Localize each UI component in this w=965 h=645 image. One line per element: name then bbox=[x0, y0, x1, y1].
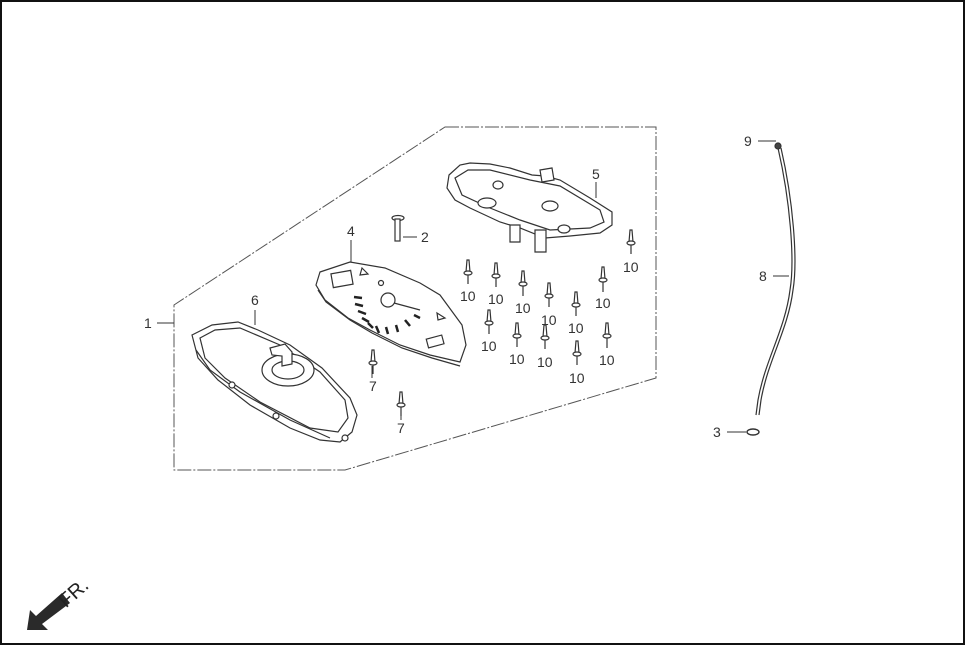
part-9-fitting bbox=[774, 142, 782, 150]
callout-10: 10 bbox=[488, 291, 504, 307]
callout-10: 10 bbox=[595, 295, 611, 311]
screw-10-1 bbox=[463, 259, 473, 284]
screw-7-b bbox=[396, 391, 406, 416]
screws bbox=[368, 229, 636, 416]
callout-10: 10 bbox=[537, 354, 553, 370]
screw-7-a bbox=[368, 349, 378, 374]
screw-10-3 bbox=[518, 270, 528, 296]
part-5-lower-case bbox=[446, 162, 613, 253]
callout-10: 10 bbox=[623, 259, 639, 275]
screw-10-8 bbox=[484, 309, 494, 334]
arrow-down-left-icon bbox=[27, 593, 70, 630]
callout-5: 5 bbox=[592, 166, 600, 182]
screw-10-7 bbox=[626, 229, 636, 254]
screw-10-10 bbox=[540, 324, 550, 349]
callout-10: 10 bbox=[515, 300, 531, 316]
callout-8: 8 bbox=[759, 268, 767, 284]
callout-4: 4 bbox=[347, 223, 355, 239]
callout-10: 10 bbox=[568, 320, 584, 336]
screw-10-6 bbox=[598, 266, 608, 292]
callout-7b: 7 bbox=[397, 420, 405, 436]
part-8-cable bbox=[755, 147, 796, 416]
leader-lines bbox=[157, 140, 789, 433]
screw-10-9 bbox=[512, 322, 522, 347]
callout-6: 6 bbox=[251, 292, 259, 308]
screw-10-4 bbox=[544, 282, 554, 307]
part-3-ring bbox=[746, 428, 760, 436]
screw-10-12 bbox=[602, 322, 612, 348]
part-6-upper-cover bbox=[191, 321, 358, 443]
screw-10-5 bbox=[571, 291, 581, 316]
screw-10-11 bbox=[572, 340, 582, 365]
callout-10: 10 bbox=[509, 351, 525, 367]
callout-10: 10 bbox=[460, 288, 476, 304]
screw-10-2 bbox=[491, 262, 501, 287]
assembly-group-outline bbox=[173, 126, 657, 471]
callout-7a: 7 bbox=[369, 378, 377, 394]
callout-10: 10 bbox=[569, 370, 585, 386]
part-4-face-plate bbox=[315, 261, 467, 367]
callout-9: 9 bbox=[744, 133, 752, 149]
callout-10: 10 bbox=[599, 352, 615, 368]
callout-2: 2 bbox=[421, 229, 429, 245]
part-2-bulb bbox=[391, 214, 405, 242]
callout-10: 10 bbox=[541, 312, 557, 328]
callout-10: 10 bbox=[481, 338, 497, 354]
callout-3: 3 bbox=[713, 424, 721, 440]
callout-1: 1 bbox=[144, 315, 152, 331]
